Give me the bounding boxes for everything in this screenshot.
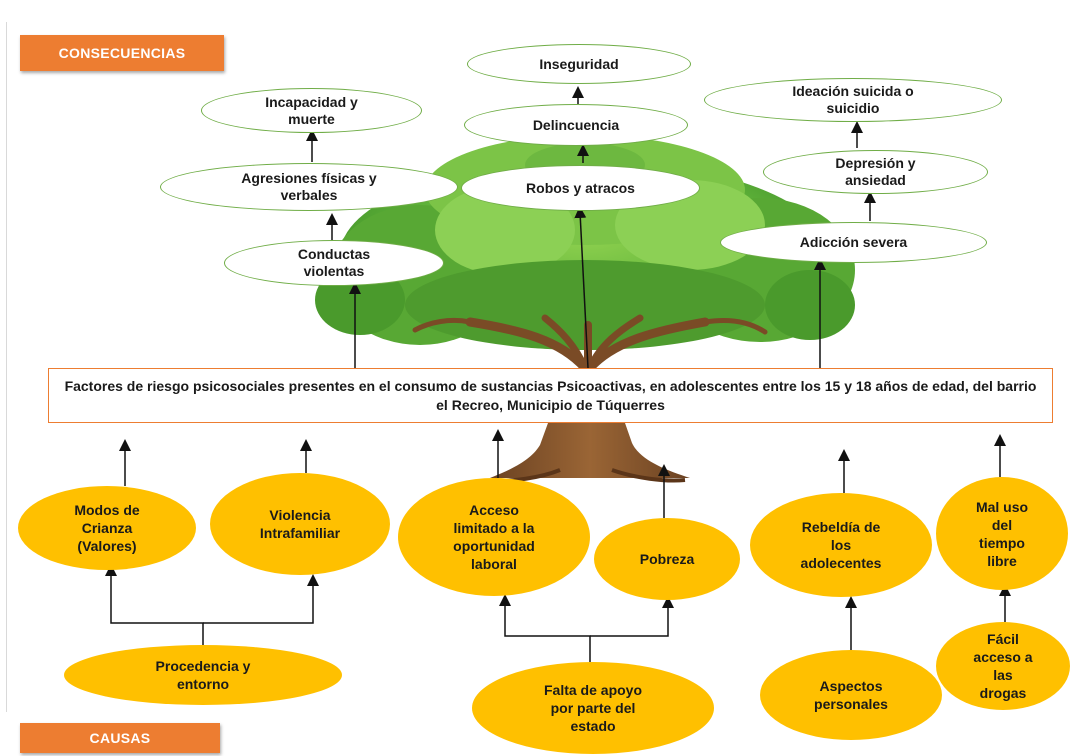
causes-banner: CAUSAS: [20, 723, 220, 753]
cause-falta-apoyo-estado: Falta de apoyo por parte del estado: [472, 662, 714, 754]
cause-rebeldia: Rebeldía de los adolecentes: [750, 493, 932, 597]
cause-procedencia-entorno: Procedencia y entorno: [64, 645, 342, 705]
consequence-inseguridad: Inseguridad: [467, 44, 691, 84]
consequence-ideacion-suicida: Ideación suicida o suicidio: [704, 78, 1002, 122]
cause-pobreza: Pobreza: [594, 518, 740, 600]
cause-mal-uso-tiempo: Mal uso del tiempo libre: [936, 477, 1068, 590]
consequence-agresiones: Agresiones físicas y verbales: [160, 163, 458, 211]
consequence-robos: Robos y atracos: [461, 165, 700, 211]
cause-facil-acceso-drogas: Fácil acceso a las drogas: [936, 622, 1070, 710]
consequences-banner: CONSECUENCIAS: [20, 35, 224, 71]
cause-aspectos-personales: Aspectos personales: [760, 650, 942, 740]
tree-trunk: [490, 423, 690, 483]
page-left-border: [6, 22, 7, 712]
consequence-depresion: Depresión y ansiedad: [763, 150, 988, 194]
cause-violencia-intrafamiliar: Violencia Intrafamiliar: [210, 473, 390, 575]
consequence-incapacidad: Incapacidad y muerte: [201, 88, 422, 133]
consequence-conductas-violentas: Conductas violentas: [224, 240, 444, 286]
consequence-delincuencia: Delincuencia: [464, 104, 688, 146]
cause-modos-crianza: Modos de Crianza (Valores): [18, 486, 196, 570]
cause-acceso-laboral: Acceso limitado a la oportunidad laboral: [398, 478, 590, 596]
consequence-adiccion: Adicción severa: [720, 222, 987, 263]
connector-arrows: [105, 86, 1011, 662]
central-problem-box: Factores de riesgo psicosociales present…: [48, 368, 1053, 423]
